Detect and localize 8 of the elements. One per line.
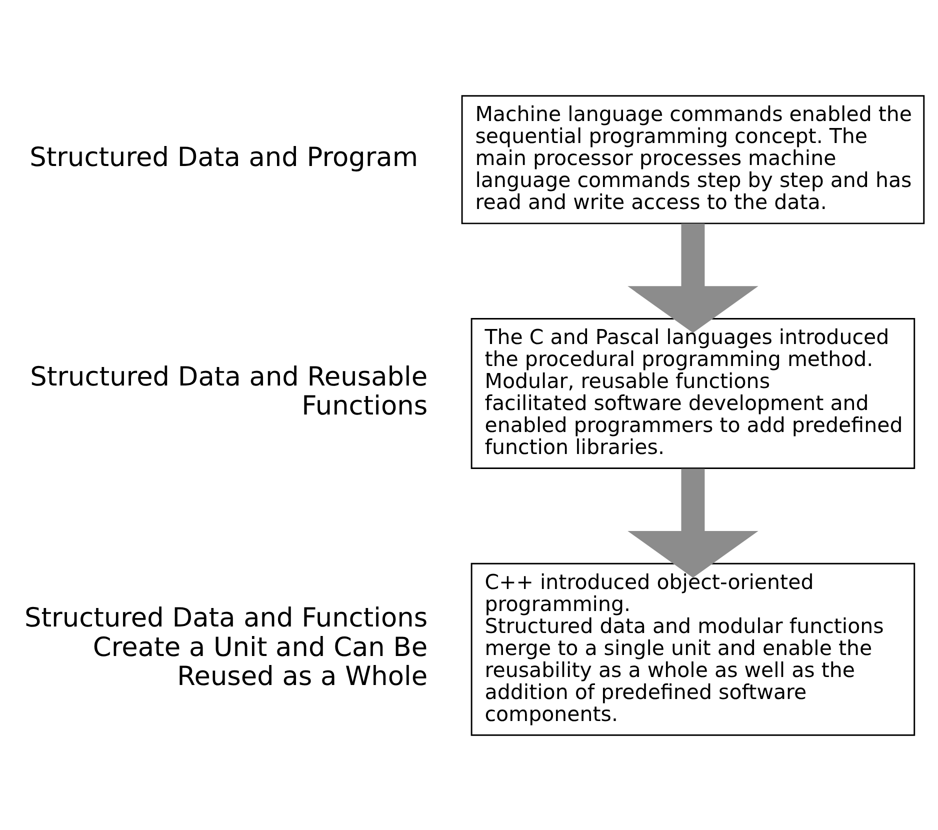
arrow — [628, 468, 758, 578]
node-label: Structured Data and Program — [30, 142, 418, 173]
node-label: Structured Data and Reusable Functions — [30, 362, 428, 422]
arrow — [628, 223, 758, 332]
node-label: Structured Data and Functions Create a Unit and Can Be Reused as a Whole — [24, 602, 428, 692]
node-box: C++ introduced object-oriented programming. Structured data and modular functions merge to a single unit and enable the reusability as a whole as well as the addition of predefined software components. — [470, 562, 916, 736]
node-box: The C and Pascal languages introduced the procedural programming method. Modular, reusable functions facilitated software development and enabled programmers to add predefined function libraries. — [470, 318, 916, 469]
node-box: Machine language commands enabled the sequential programming concept. The main processor processes machine language commands step by step and has read and write access to the data. — [461, 94, 925, 224]
